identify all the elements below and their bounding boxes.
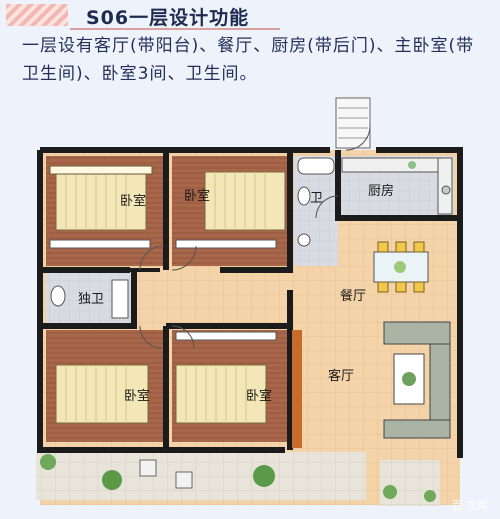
kitchen-counter: [341, 157, 453, 215]
room-label-bedroom-bottom-mid: 卧室: [246, 388, 272, 404]
wardrobe-3: [175, 331, 277, 341]
bed-top-mid: [204, 171, 286, 231]
bath-fixtures: [297, 157, 335, 247]
room-label-bathroom: 卫: [310, 191, 323, 206]
balcony-floor: [36, 452, 366, 500]
balcony-plants: [40, 454, 436, 502]
title-bar: S06一层设计功能: [0, 0, 500, 30]
room-label-dining: 餐厅: [340, 288, 366, 304]
private-bath-fixtures: [50, 279, 129, 319]
room-label-bedroom-top-left: 卧室: [120, 193, 146, 209]
wardrobe-1: [49, 239, 151, 249]
dining-table: [373, 241, 429, 293]
wardrobe-2: [175, 239, 277, 249]
room-label-kitchen: 厨房: [368, 183, 394, 199]
bed-bottom-mid: [175, 364, 267, 424]
bed-top-left: [49, 165, 153, 231]
door-swings: [139, 125, 371, 349]
tv-cabinet: [292, 330, 302, 448]
watermark: 百 文库: [451, 499, 489, 512]
bed-bottom-left: [55, 364, 149, 424]
page-title: S06一层设计功能: [86, 7, 250, 29]
room-label-private-bath: 独卫: [78, 292, 104, 307]
room-label-living: 客厅: [328, 368, 354, 384]
back-door-steps: [335, 97, 371, 149]
page-description: 一层设有客厅(带阳台)、餐厅、厨房(带后门)、主卧室(带卫生间)、卧室3间、卫生…: [22, 36, 475, 84]
living-sofa: [383, 321, 451, 439]
title-decoration: [6, 4, 68, 26]
title-underline: [70, 28, 280, 30]
room-label-bedroom-bottom-left: 卧室: [124, 388, 150, 404]
room-label-bedroom-top-mid: 卧室: [184, 188, 210, 204]
